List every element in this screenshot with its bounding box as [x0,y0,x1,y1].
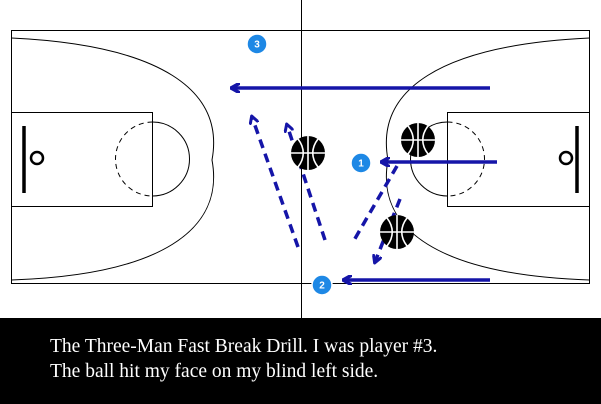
caption-line-1: The Three-Man Fast Break Drill. I was pl… [50,336,438,357]
left-free-throw-arc-dashed [115,121,153,197]
right-free-throw-arc-dashed [447,121,485,197]
caption-line-2: The ball hit my face on my blind left si… [50,361,379,382]
player-3-label: 3 [254,40,260,51]
right-free-throw-arc [410,121,448,197]
player-2-badge: 2 [311,274,333,296]
player-3-badge: 3 [246,33,268,55]
run-arrows [232,88,497,280]
left-free-throw-arc [152,121,190,197]
pass-2-to-3-right [287,125,327,241]
left-key [11,112,153,207]
player-1-badge: 1 [350,152,372,174]
basket-hoop-icon [558,126,579,193]
pass-2-to-3-left [252,117,300,248]
right-key [447,112,590,207]
basketball-icon [401,123,435,157]
pass-arrows [252,117,402,262]
player-1-label: 1 [358,159,364,170]
left-three-point-line [11,37,214,281]
basketball-icon [291,136,325,170]
player-2-label: 2 [319,281,325,292]
basketball-icon [380,215,414,249]
basket-hoop-icon [22,126,45,193]
caption-band [0,318,601,404]
court-diagram: 3 1 2 [11,0,590,318]
